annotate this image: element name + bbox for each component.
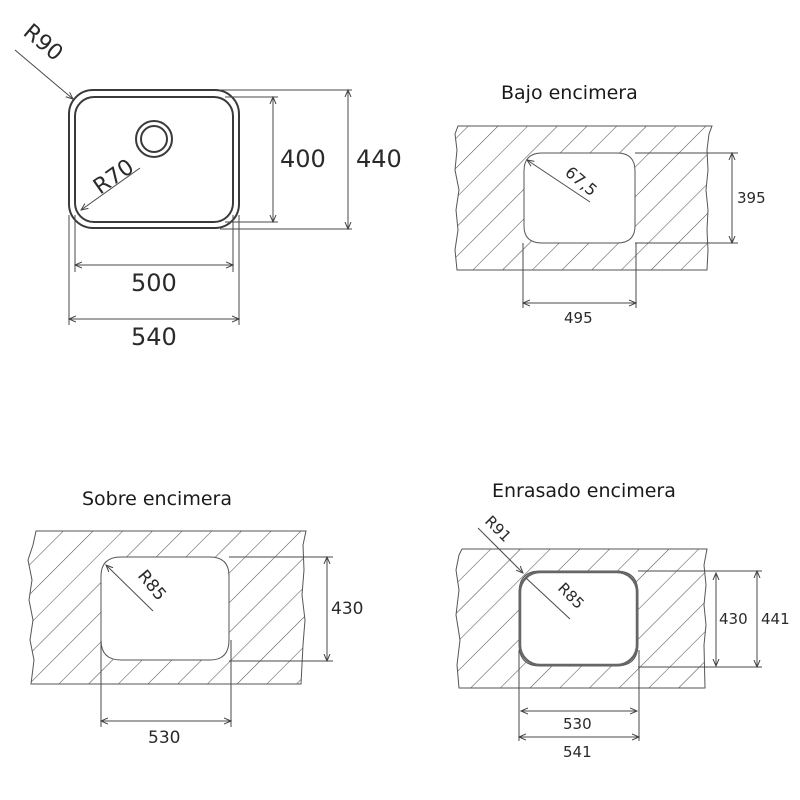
top-outer-height-label: 440 [356,145,402,173]
sobre-radius-label: R85 [133,566,170,604]
bajo-radius-label: 67,5 [561,163,601,200]
enrasado-outer-width-label: 541 [563,743,592,761]
drain-inner-icon [140,125,168,153]
sobre-width-label: 530 [148,728,180,748]
top-outer-width-label: 540 [131,323,177,351]
enrasado-outer-radius-label: R91 [481,512,515,546]
bajo-encimera-title: Bajo encimera [501,82,638,104]
enrasado-encimera-title: Enrasado encimera [492,480,676,502]
countertop-hatched [27,530,307,685]
sink-top-view: R90 R70 400 440 500 540 [14,19,402,351]
sobre-encimera-title: Sobre encimera [82,488,232,510]
bajo-width-label: 495 [564,309,593,327]
bajo-height-label: 395 [737,189,766,207]
top-inner-radius-label: R70 [89,155,139,200]
bajo-encimera-diagram: 67,5 395 495 [454,125,766,327]
enrasado-encimera-diagram: R91 R85 430 441 530 541 [455,512,790,761]
enrasado-outer-height-label: 441 [761,610,790,628]
countertop-hatched [454,125,713,271]
enrasado-inner-height-label: 430 [719,610,748,628]
flush-rim [518,570,639,667]
enrasado-inner-width-label: 530 [563,715,592,733]
sobre-height-label: 430 [331,599,363,619]
sink-outer-rim [68,89,240,229]
top-inner-width-label: 500 [131,269,177,297]
sobre-encimera-diagram: R85 430 530 [27,530,363,748]
drain-outer-icon [135,120,173,158]
enrasado-inner-radius-label: R85 [554,579,588,613]
top-inner-height-label: 400 [280,145,326,173]
sink-inner-bowl [74,96,234,223]
